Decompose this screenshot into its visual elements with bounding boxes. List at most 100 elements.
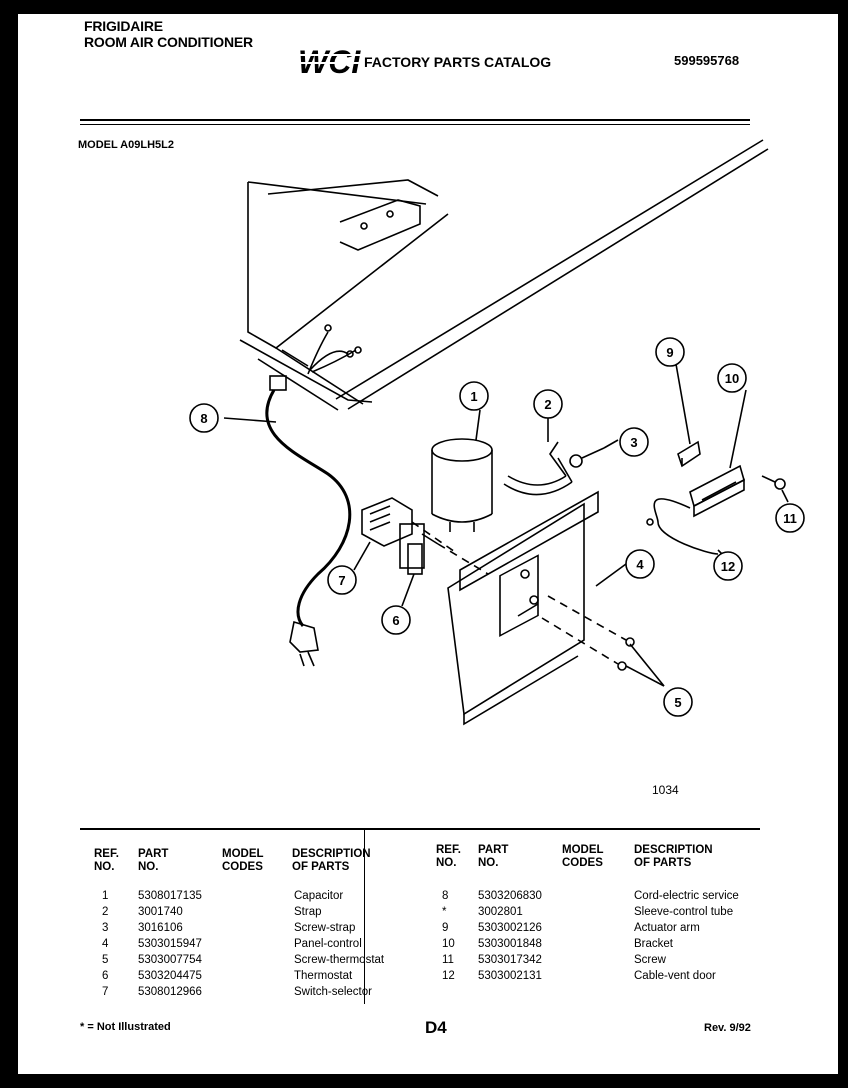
callout-label-6: 6	[392, 613, 399, 628]
part-no: 5308012966	[138, 986, 202, 998]
callout-label-1: 1	[470, 389, 477, 404]
header-brand-block: FRIGIDAIRE ROOM AIR CONDITIONER	[84, 18, 253, 50]
callout-11	[775, 503, 805, 533]
part-description: Actuator arm	[634, 922, 700, 934]
part-no: 5303007754	[138, 954, 202, 966]
actuator-arm	[677, 440, 701, 468]
table-row: 12 5303002131 Cable-vent door	[426, 968, 760, 984]
footer-note: * = Not Illustrated	[80, 1021, 171, 1033]
ref-no: 5	[102, 954, 109, 966]
wire-harness	[307, 324, 362, 375]
header-rule-thin	[80, 124, 750, 125]
part-no: 5303017342	[478, 954, 542, 966]
callout-label-2: 2	[544, 397, 551, 412]
part-no: 5303015947	[138, 938, 202, 950]
table-row: 9 5303002126 Actuator arm	[426, 920, 760, 936]
capacitor	[431, 438, 493, 532]
part-no: 5303002131	[478, 970, 542, 982]
table-row: 5 5303007754 Screw-thermostat	[80, 952, 420, 968]
callout-label-5: 5	[674, 695, 681, 710]
callout-12	[713, 551, 743, 581]
callout-label-4: 4	[636, 557, 644, 572]
part-description: Screw-thermostat	[294, 954, 385, 966]
part-description: Cable-vent door	[634, 970, 716, 982]
model-label: MODEL A09LH5L2	[78, 139, 174, 151]
callout-3	[619, 427, 649, 457]
callout-label-8: 8	[200, 411, 207, 426]
callout-8	[189, 403, 219, 433]
callout-9	[655, 337, 685, 367]
table-row: 2 3001740 Strap	[80, 904, 420, 920]
callout-label-3: 3	[630, 435, 637, 450]
thermostat-screws	[541, 595, 635, 671]
callout-label-9: 9	[666, 345, 673, 360]
vent-cable	[646, 498, 719, 555]
part-no: 5303204475	[138, 970, 202, 982]
catalog-title: FACTORY PARTS CATALOG	[364, 54, 552, 70]
part-description: Bracket	[634, 938, 673, 950]
diagram-number: 1034	[652, 783, 679, 797]
callout-label-12: 12	[721, 559, 735, 574]
callout-label-7: 7	[338, 573, 345, 588]
callout-label-10: 10	[725, 371, 739, 386]
part-no: 3002801	[478, 906, 523, 918]
part-description: Cord-electric service	[634, 890, 739, 902]
revision-date: Rev. 9/92	[704, 1022, 751, 1034]
callout-1	[459, 381, 489, 411]
callout-label-11: 11	[783, 511, 797, 526]
selector-switch	[361, 497, 459, 555]
part-no: 5303002126	[478, 922, 542, 934]
part-description: Screw-strap	[294, 922, 356, 934]
product-name: ROOM AIR CONDITIONER	[84, 34, 253, 50]
part-description: Sleeve-control tube	[634, 906, 734, 918]
ref-no: 4	[102, 938, 109, 950]
ref-no: 1	[102, 890, 109, 902]
ref-no: 2	[102, 906, 109, 918]
brand-name: FRIGIDAIRE	[84, 18, 163, 34]
part-no: 5303206830	[478, 890, 542, 902]
part-description: Panel-control	[294, 938, 362, 950]
catalog-page: FRIGIDAIRE ROOM AIR CONDITIONER WCI FACT…	[18, 14, 838, 1074]
col-header-ref-left: REF.NO.	[94, 848, 119, 873]
col-header-ref-right: REF.NO.	[436, 844, 461, 869]
callout-10	[717, 363, 747, 393]
part-description: Strap	[294, 906, 322, 918]
ref-no: 12	[442, 970, 455, 982]
ref-no: 8	[442, 890, 449, 902]
header-rule	[80, 119, 750, 121]
callout-7	[327, 565, 357, 595]
ref-no: 9	[442, 922, 449, 934]
wci-logo: WCI	[298, 45, 366, 79]
control-panel	[447, 490, 599, 726]
document-number: 599595768	[674, 53, 740, 68]
page-code: D4	[425, 1018, 447, 1037]
table-row: 11 5303017342 Screw	[426, 952, 760, 968]
cabinet-housing	[239, 139, 769, 411]
ref-no: 11	[442, 954, 454, 966]
ref-no: 10	[442, 938, 455, 950]
power-cord	[265, 375, 352, 667]
callout-markers	[189, 337, 805, 717]
bracket-screw	[761, 475, 786, 490]
bracket	[689, 464, 745, 518]
callout-6	[381, 605, 411, 635]
part-description: Screw	[634, 954, 666, 966]
part-no: 3001740	[138, 906, 183, 918]
part-no: 3016106	[138, 922, 183, 934]
strap	[503, 441, 573, 496]
callout-5	[663, 687, 693, 717]
